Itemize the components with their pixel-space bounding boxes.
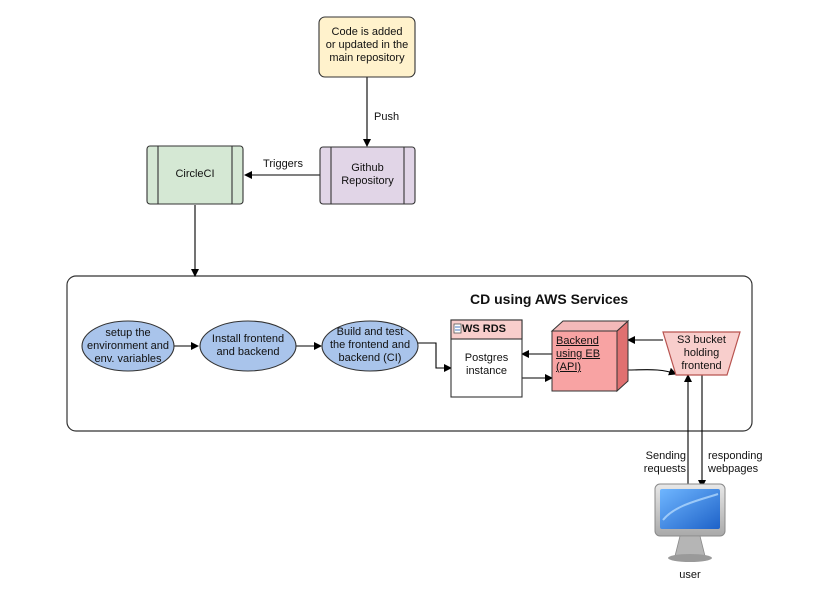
push-label: Push xyxy=(374,111,400,123)
circleci-node-shape xyxy=(146,145,244,205)
code-node-line1: Code is added xyxy=(331,26,403,38)
backend-line3: (API) xyxy=(556,361,582,373)
responding-webpages-label: responding webpages xyxy=(708,450,774,476)
step-2-shape xyxy=(199,320,297,372)
step-3-line3: backend (CI) xyxy=(338,352,402,364)
step-3-line1: Build and test xyxy=(336,326,404,338)
database-icon xyxy=(453,323,462,334)
code-node-line3: main repository xyxy=(329,52,405,64)
step-2: Install frontend and backend xyxy=(200,333,296,359)
github-node-line2: Repository xyxy=(341,175,394,187)
step-3-line2: the frontend and xyxy=(329,339,411,351)
step-2-line2: and backend xyxy=(216,346,280,358)
github-node-shape xyxy=(319,146,416,205)
github-node: Github Repository xyxy=(331,162,404,188)
step-3: Build and test the frontend and backend … xyxy=(322,326,418,365)
s3-label: S3 bucket holding frontend xyxy=(663,334,740,373)
triggers-label: Triggers xyxy=(263,158,303,170)
rds-body-line1: Postgres xyxy=(464,352,509,364)
responding-line2: webpages xyxy=(708,463,759,475)
code-node-line2: or updated in the xyxy=(325,39,409,51)
s3-shape xyxy=(662,331,741,376)
sending-line2: requests xyxy=(643,463,686,475)
computer-icon xyxy=(654,483,726,562)
user-label: user xyxy=(679,569,701,581)
rds-body-line2: instance xyxy=(466,365,507,377)
rds-header: WS RDS xyxy=(462,323,506,335)
backend-to-s3-arrow xyxy=(627,367,677,376)
backend-line1: Backend xyxy=(556,335,599,347)
backend-shape-side xyxy=(616,319,629,393)
step-1: setup the environment and env. variables xyxy=(82,327,174,366)
responding-line1: responding xyxy=(708,450,763,462)
step-1-line3: env. variables xyxy=(94,353,162,365)
step-2-line1: Install frontend xyxy=(211,333,285,345)
backend-shape-top xyxy=(550,320,630,332)
step-3-shape xyxy=(321,320,419,372)
s3-line1: S3 bucket xyxy=(677,334,726,346)
circleci-node-label: CircleCI xyxy=(175,168,215,180)
step-1-line1: setup the xyxy=(105,327,151,339)
github-node-line1: Github xyxy=(351,162,384,174)
code-node: Code is added or updated in the main rep… xyxy=(319,26,415,65)
rds-header-shape xyxy=(450,319,523,340)
sending-line1: Sending xyxy=(645,450,686,462)
step-1-line2: environment and xyxy=(87,340,169,352)
sending-requests-label: Sending requests xyxy=(632,450,686,476)
s3-line2: holding xyxy=(683,347,720,359)
step-1-shape xyxy=(81,320,175,372)
rds-body: Postgres instance xyxy=(451,352,522,378)
backend-label: Backend using EB (API) xyxy=(556,335,616,374)
backend-line2: using EB xyxy=(556,348,601,360)
container-title: CD using AWS Services xyxy=(470,291,629,307)
backend-shape-front xyxy=(551,330,618,392)
step3-to-rds-arrow xyxy=(418,342,452,372)
s3-line3: frontend xyxy=(681,360,722,372)
code-node-shape xyxy=(318,16,416,78)
